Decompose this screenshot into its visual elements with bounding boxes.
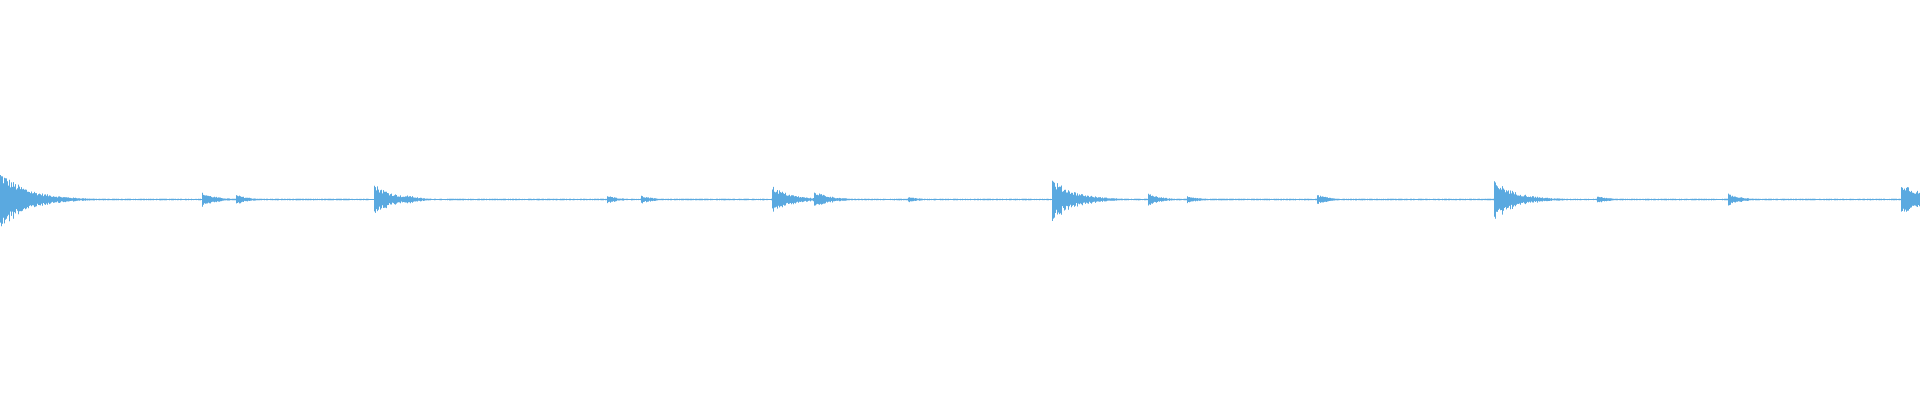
waveform-trace — [0, 175, 1920, 227]
